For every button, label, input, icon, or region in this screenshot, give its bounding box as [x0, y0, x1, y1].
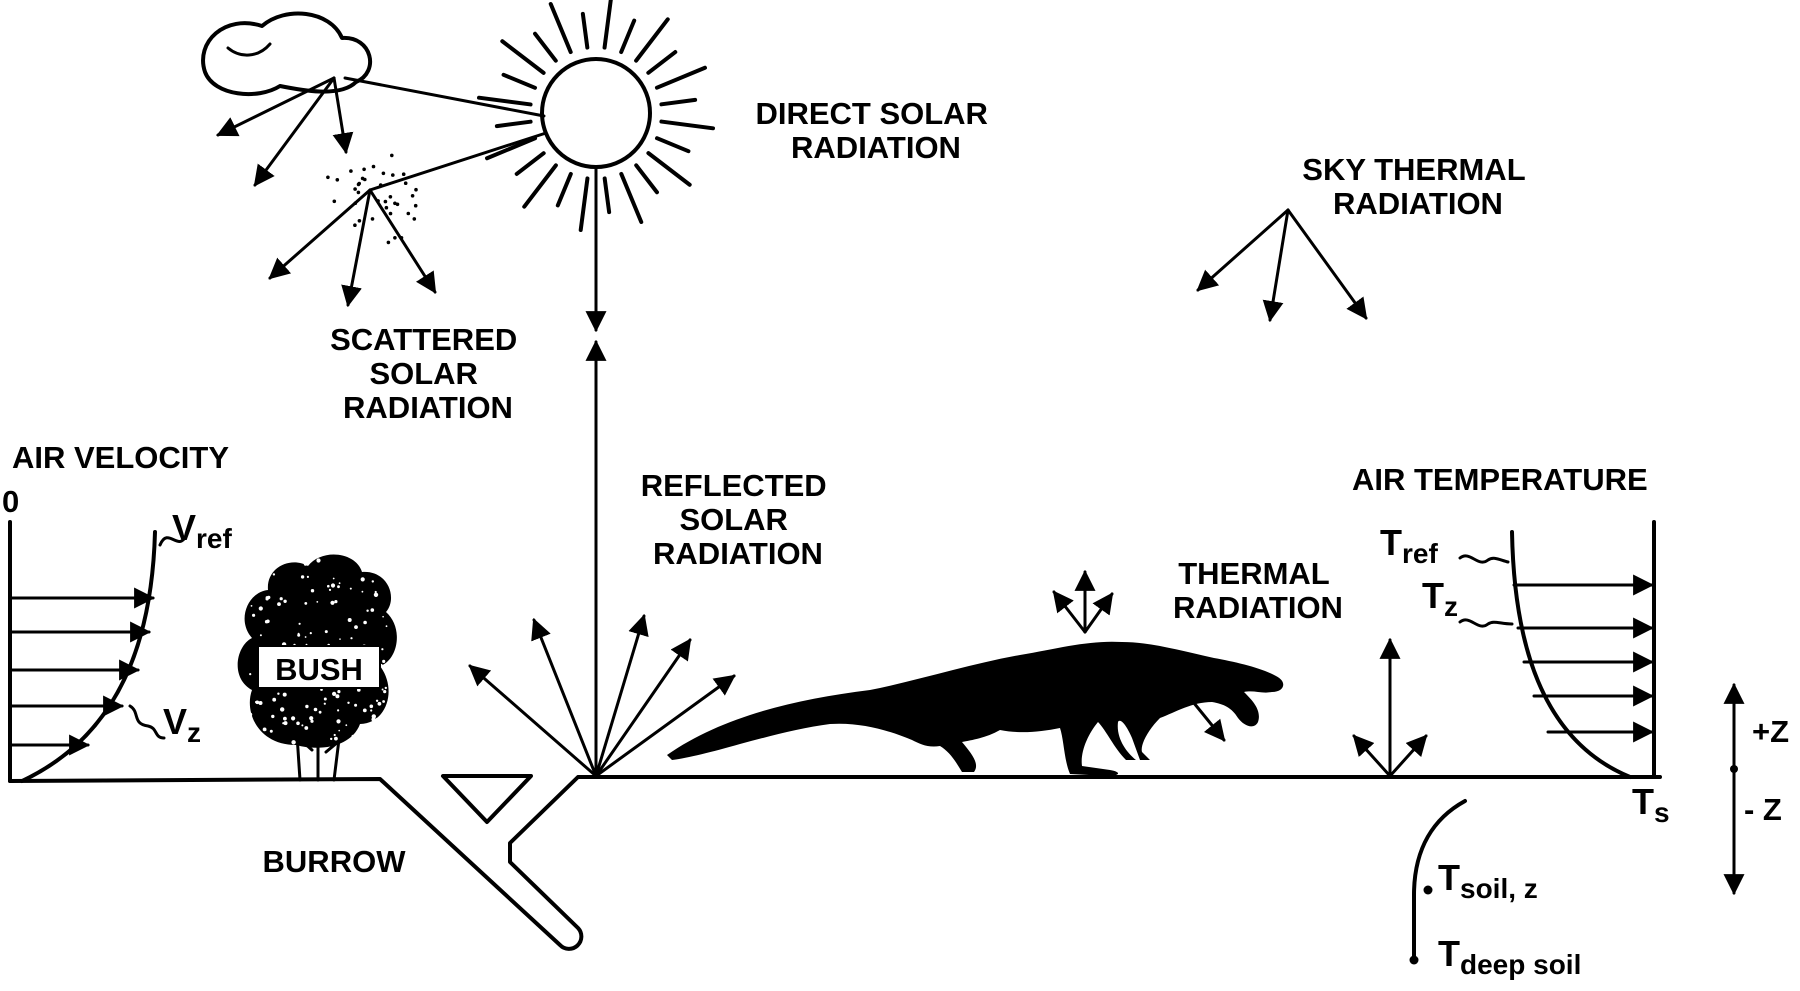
velocity-zero-label: 0 [2, 484, 19, 519]
v-z-label: Vz [163, 701, 201, 748]
cloud-icon [201, 11, 373, 97]
t-s-label: Ts [1632, 781, 1670, 828]
air-velocity-label: AIR VELOCITY [12, 440, 229, 475]
sky-thermal-label: SKY THERMAL RADIATION [1302, 152, 1533, 221]
reflected-solar-arrows [468, 613, 736, 778]
lizard-icon [667, 641, 1284, 776]
bush-icon [237, 554, 397, 782]
reflected-solar-label: REFLECTED SOLAR RADIATION [641, 468, 836, 571]
burrow-label: BURROW [263, 844, 407, 879]
air-temperature-profile [1458, 520, 1656, 779]
ground-surface [8, 774, 1662, 951]
cloud-scatter-arrows [216, 76, 354, 187]
t-soil-z-label: Tsoil, z [1438, 857, 1538, 904]
z-axis [1723, 682, 1745, 896]
minus-z-label: - Z [1744, 792, 1782, 827]
soil-temperature-profile [1409, 799, 1467, 965]
t-z-label: Tz [1422, 575, 1458, 622]
air-temperature-label: AIR TEMPERATURE [1352, 462, 1648, 497]
burrow [441, 774, 533, 824]
scattered-solar-label: SCATTERED SOLAR RADIATION [330, 322, 526, 425]
ground-thermal-arrows [1352, 637, 1428, 778]
scattered-solar-arrows [268, 188, 437, 308]
t-deep-soil-label: Tdeep soil [1438, 933, 1581, 980]
bush-label: BUSH [275, 652, 363, 687]
t-ref-label: Tref [1380, 522, 1438, 569]
air-velocity-profile [8, 520, 188, 783]
scatter-particles [326, 153, 418, 245]
thermal-radiation-arrows [1052, 569, 1226, 742]
thermal-radiation-label: THERMAL RADIATION [1173, 556, 1343, 625]
sun-icon [476, 0, 716, 233]
direct-solar-label: DIRECT SOLAR RADIATION [755, 96, 996, 165]
sky-thermal-arrows [1196, 208, 1368, 323]
v-ref-label: Vref [172, 507, 232, 554]
plus-z-label: +Z [1752, 714, 1789, 749]
